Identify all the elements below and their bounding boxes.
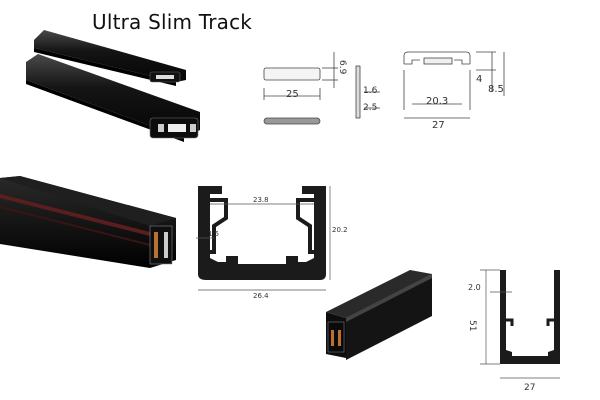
u-profile-inner-width-label: 23.8 [253, 196, 269, 204]
u-profile-wall-label: 1.5 [208, 230, 219, 238]
channel-depth-label: 4 [476, 74, 482, 85]
strip-side-drawing [355, 65, 380, 119]
track-photo-bottom [326, 270, 432, 360]
channel-inner-width-label: 20.3 [426, 96, 448, 107]
slim-track-photo-lower [26, 54, 200, 142]
tall-profile-height-label: 51 [467, 320, 477, 331]
strip-height-label: 6.9 [337, 60, 347, 75]
strip-thickness-a-label: 1.6 [363, 86, 378, 96]
u-profile-dimension-lines [196, 186, 331, 291]
page-title: Ultra Slim Track [92, 10, 253, 34]
slim-track-photo-upper [34, 30, 186, 86]
channel-outer-width-label: 27 [432, 120, 445, 131]
track-photo-middle [0, 176, 176, 268]
tall-profile-drawing [500, 270, 560, 364]
tall-profile-width-label: 27 [524, 383, 535, 393]
u-profile-outer-width-label: 26.4 [253, 292, 269, 300]
tall-profile-dimension-lines [480, 269, 560, 379]
u-profile-height-label: 20.2 [332, 226, 348, 234]
strip-drawing [263, 52, 338, 125]
strip-width-label: 25 [286, 89, 299, 100]
channel-height-label: 8.5 [488, 84, 504, 95]
strip-thickness-b-label: 2.5 [363, 103, 377, 113]
channel-drawing [403, 51, 505, 119]
u-profile-drawing [198, 186, 326, 280]
tall-profile-wall-label: 2.0 [468, 283, 481, 292]
